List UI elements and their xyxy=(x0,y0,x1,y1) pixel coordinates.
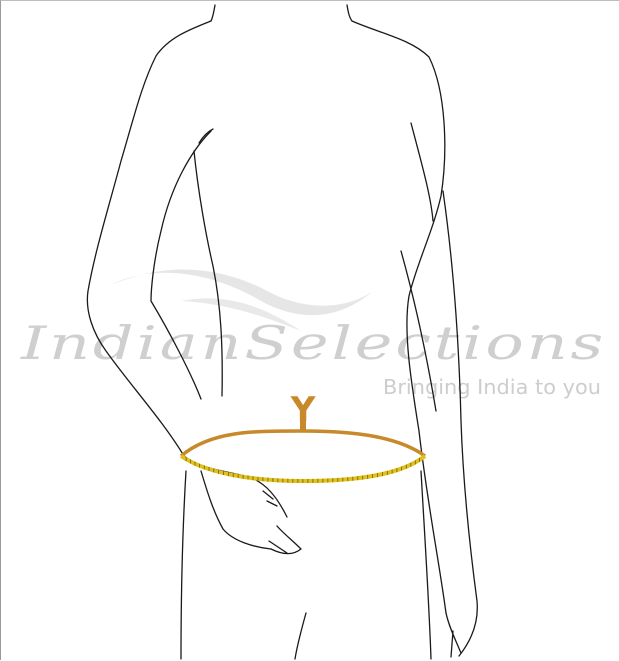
right-arm-outer xyxy=(443,191,477,656)
neck-right-line xyxy=(347,5,352,21)
watermark-tagline: Bringing India to you xyxy=(383,375,601,399)
tape-back-arc xyxy=(181,431,425,456)
right-leg-outer xyxy=(421,471,431,659)
left-leg-outline xyxy=(181,471,186,659)
measuring-tape xyxy=(181,431,425,483)
right-back-curve xyxy=(411,123,433,221)
watermark: IndianSelections Bringing India to you xyxy=(20,270,606,399)
neck-left-line xyxy=(211,5,215,21)
left-fingers xyxy=(263,491,301,554)
measurement-marker: Y xyxy=(290,390,316,431)
watermark-brand: IndianSelections xyxy=(20,316,606,370)
right-hand xyxy=(446,613,461,657)
right-leg-inner xyxy=(295,613,306,659)
left-shoulder-arm-outer xyxy=(87,21,211,456)
tape-front-arc xyxy=(181,456,425,481)
